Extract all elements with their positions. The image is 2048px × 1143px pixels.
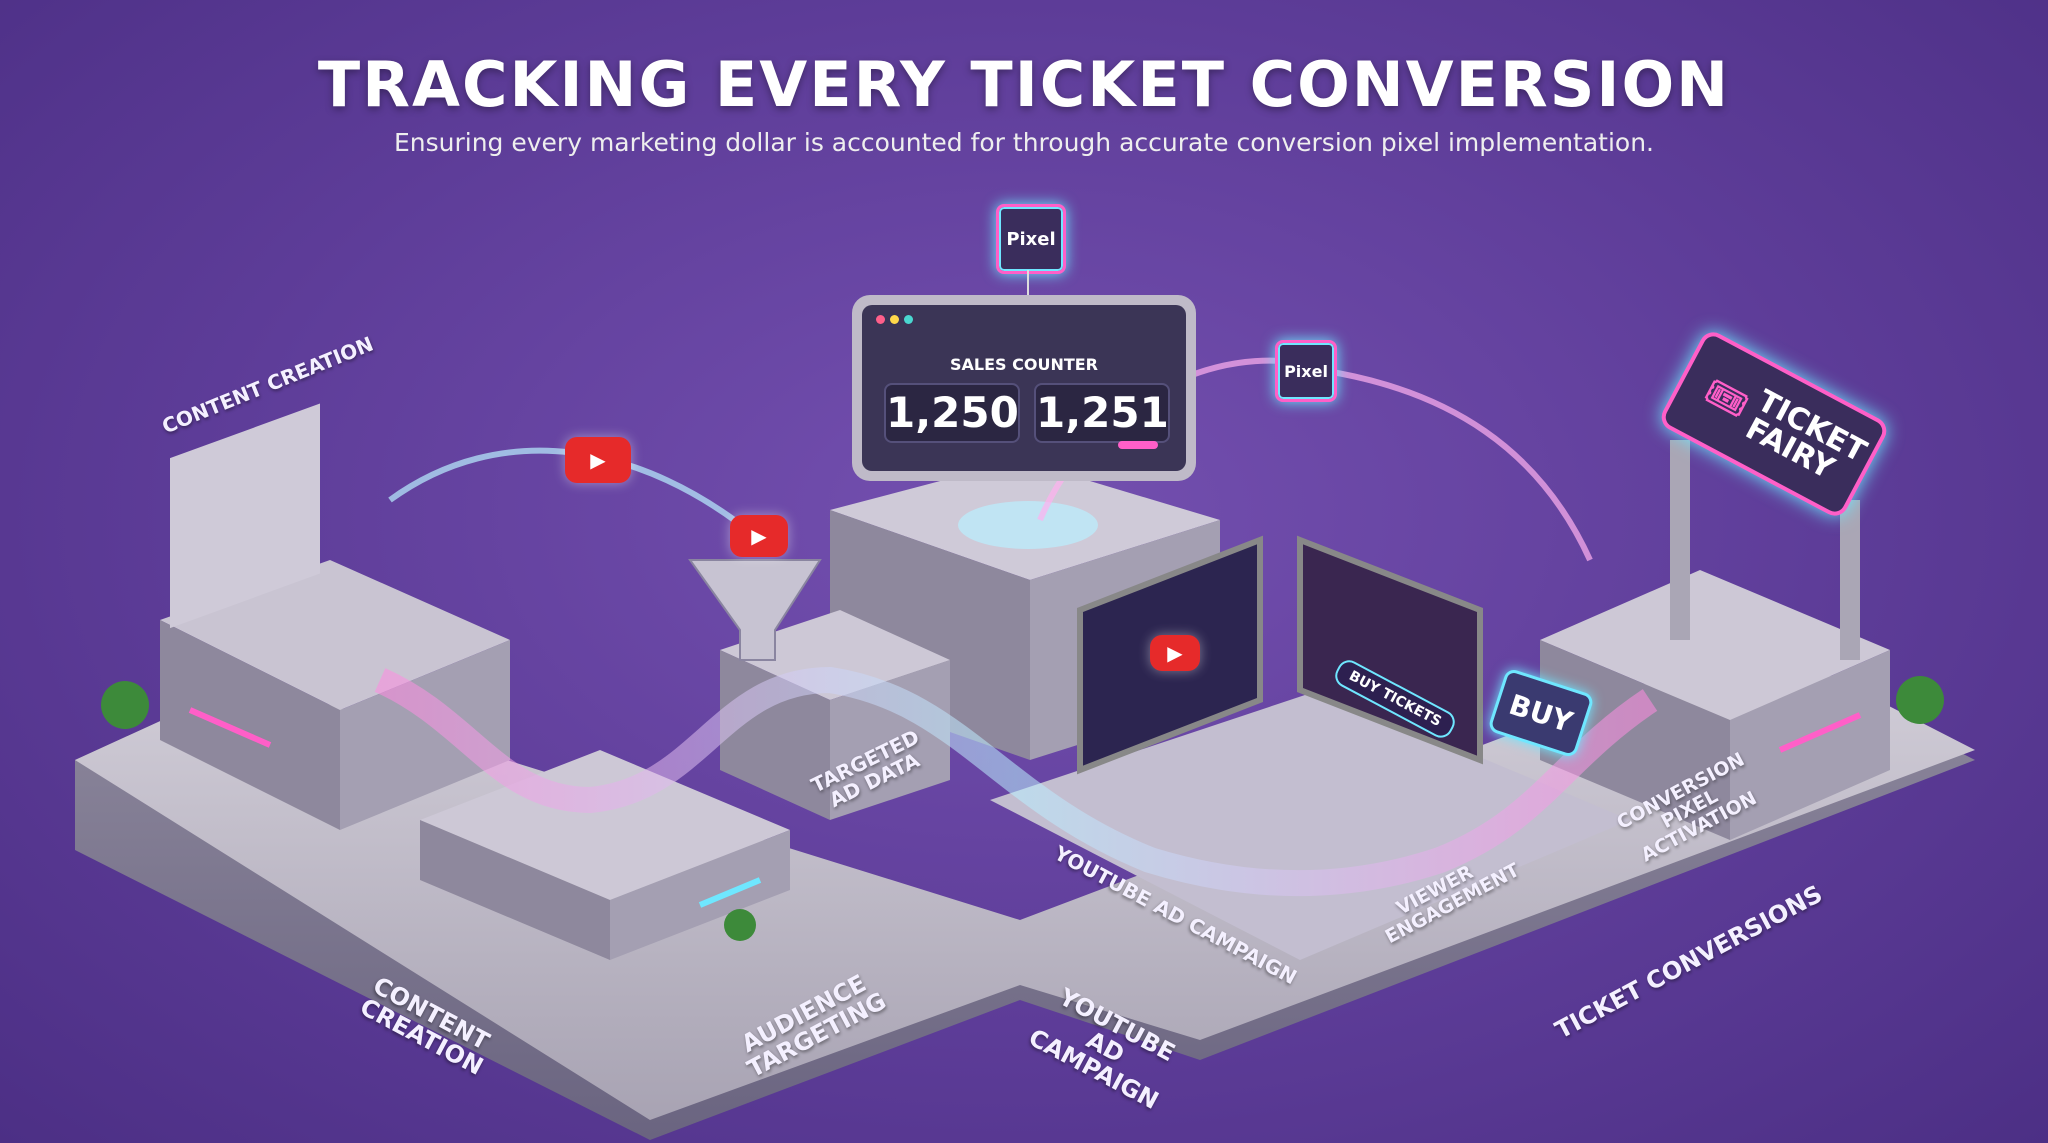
sales-counter-monitor: SALES COUNTER 1,250 1,251 [852, 295, 1196, 481]
pixel-beacon [958, 501, 1098, 549]
page-title: TRACKING EVERY TICKET CONVERSION [317, 48, 1731, 121]
ticket-icon: 🎟 [1697, 370, 1755, 427]
sales-counter-label: SALES COUNTER [949, 355, 1098, 374]
window-dot [890, 315, 899, 324]
counter-after: 1,251 [1034, 383, 1170, 443]
connector-line [1027, 270, 1029, 296]
tree [1896, 676, 1944, 724]
accent-bar [1118, 441, 1158, 449]
conversion-flow-path [374, 666, 1658, 897]
tree [101, 681, 149, 729]
funnel-icon [688, 559, 822, 661]
counter-before: 1,250 [884, 383, 1020, 443]
pixel-badge: Pixel [996, 204, 1066, 274]
window-dot [876, 315, 885, 324]
window-dot [904, 315, 913, 324]
winged-pixel-icon: Pixel [1284, 361, 1328, 381]
content-wall [170, 403, 320, 629]
tree [724, 909, 756, 941]
pixel-badge: Pixel [1275, 340, 1337, 402]
ticket-booth-platform [1540, 570, 1890, 720]
page-subtitle: Ensuring every marketing dollar is accou… [393, 128, 1655, 157]
youtube-play-icon: ▶ [730, 515, 788, 557]
base-platform-top [75, 640, 1975, 1120]
youtube-play-icon: ▶ [565, 437, 631, 483]
winged-pixel-icon: Pixel [1006, 228, 1056, 250]
youtube-play-icon: ▶ [1150, 635, 1200, 671]
